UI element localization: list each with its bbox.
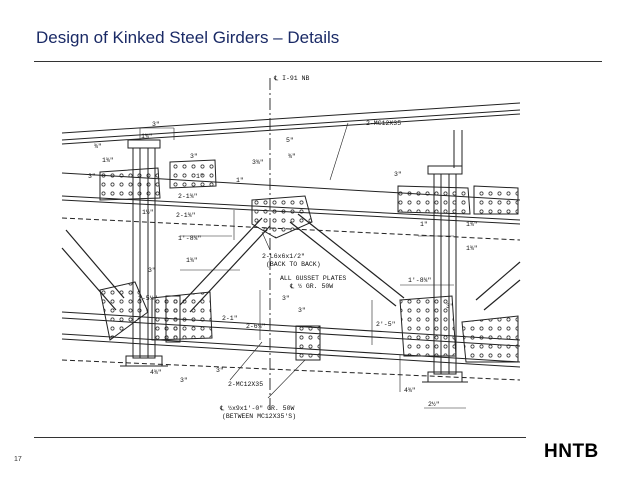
footer-divider [34,437,526,438]
plate-note-2: (BETWEEN MC12X35'S) [222,413,296,420]
dim-label: 1½" [142,208,154,216]
dim-label: 3" [282,295,290,302]
gusset-note-1: ALL GUSSET PLATES [280,275,346,282]
channel-bottom-label: 2-MC12X35 [228,381,263,388]
dim-label: 2-1" [222,315,238,322]
dim-label: 2-6¼" [246,323,266,330]
dim-label: 3" [152,121,160,128]
dim-label: ¾" [288,153,296,160]
slide-title: Design of Kinked Steel Girders – Details [36,28,340,47]
hntb-logo: HNTB [544,441,599,462]
dim-label: 4¾" [404,387,416,394]
dim-label: ¾" [94,143,102,150]
title-divider [34,61,602,62]
dim-label: 1" [236,177,244,184]
dim-label: 3¾" [252,159,264,166]
dim-label: 1" [420,221,428,228]
dim-label: 1¾" [102,157,114,164]
angle-note-1: 2-L6x6x1/2" [262,253,305,260]
dim-label: 1¾" [466,245,478,252]
dim-label: 3" [190,153,198,160]
dim-label: 4¾" [150,369,162,376]
dim-label: 2-1¾" [176,212,196,219]
channel-top-label: 2-MC12X35 [366,120,401,127]
plate-note-1: ℄ ½x9x1'-0" GR. 50W [219,404,294,412]
dim-label: 3" [180,377,188,384]
dimension-lines [139,122,466,409]
dim-label: 1" [196,173,204,180]
dim-label: 1'-8¾" [178,235,202,242]
dim-label: 2'-5" [376,321,396,328]
dim-label: 3" [394,171,402,178]
angle-note-2: (BACK TO BACK) [266,261,321,268]
dim-label: 1¾" [466,221,478,228]
dim-label: 2-1¾" [178,193,198,200]
dim-label: 1¾" [141,133,153,140]
dim-label: 3" [298,307,306,314]
dim-label: 3" [216,367,224,374]
centerline-label: ℄ I-91 NB [273,75,309,82]
dim-label: 3" [446,303,454,310]
dim-label: 3" [148,267,156,274]
dim-label: 2-5¼" [138,295,158,302]
dim-label: 1'-8¾" [408,277,432,284]
dim-label: 3" [88,173,96,180]
gusset-plates [99,159,519,363]
dim-label: 5" [286,137,294,144]
dim-label: 1¾" [186,257,198,264]
gusset-note-2: ℄ ½ GR. 50W [289,282,333,290]
dim-label: 2½" [428,400,440,408]
page-number: 17 [14,456,22,463]
